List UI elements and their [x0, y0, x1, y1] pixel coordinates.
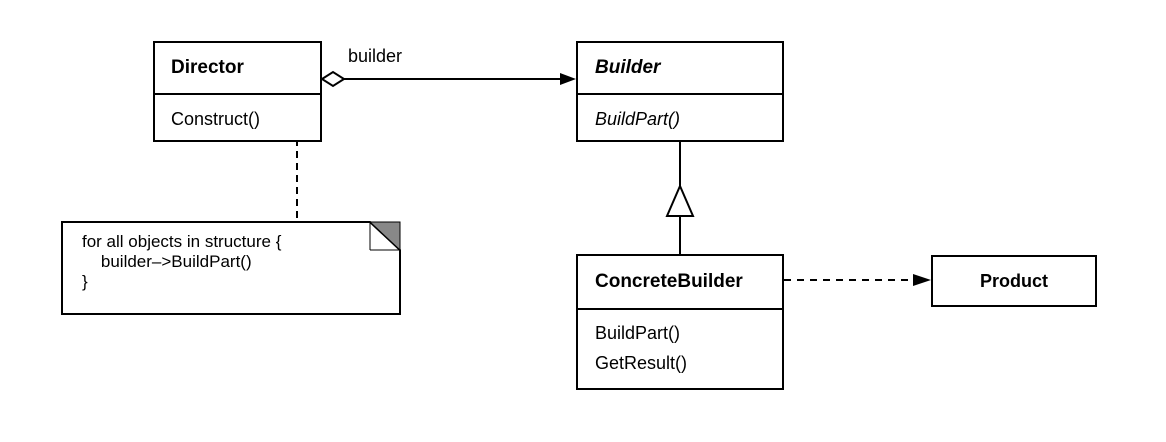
association-arrowhead-icon: [560, 73, 576, 85]
director-class-header: Director: [155, 43, 320, 95]
concrete-builder-class-header: ConcreteBuilder: [578, 256, 782, 310]
note-dogear-icon: [368, 221, 401, 252]
director-operations: Construct(): [155, 95, 320, 134]
note-text: for all objects in structure { builder–>…: [82, 232, 282, 291]
aggregation-diamond-icon: [320, 70, 346, 88]
concrete-builder-operation-getresult: GetResult(): [595, 353, 688, 373]
director-class: Director Construct(): [153, 41, 322, 142]
director-operation-construct: Construct(): [171, 109, 261, 129]
product-class: Product: [931, 255, 1097, 307]
product-class-name: Product: [979, 270, 1048, 291]
builder-operations: BuildPart(): [578, 95, 782, 134]
dependency-arrowhead-icon: [913, 274, 931, 286]
concrete-builder-class-name: ConcreteBuilder: [595, 271, 743, 292]
builder-class: Builder BuildPart(): [576, 41, 784, 142]
builder-class-header: Builder: [578, 43, 782, 95]
concrete-builder-operation-buildpart: BuildPart(): [595, 323, 681, 343]
builder-operation-buildpart: BuildPart(): [595, 109, 681, 129]
note-shape: [61, 221, 401, 315]
inheritance-triangle-icon: [665, 183, 695, 217]
note: for all objects in structure { builder–>…: [62, 222, 400, 314]
director-class-name: Director: [171, 57, 244, 78]
association-role-label: builder: [348, 46, 403, 66]
concrete-builder-operations: BuildPart() GetResult(): [578, 310, 782, 378]
concrete-builder-class: ConcreteBuilder BuildPart() GetResult(): [576, 254, 784, 390]
builder-class-name: Builder: [595, 57, 661, 78]
